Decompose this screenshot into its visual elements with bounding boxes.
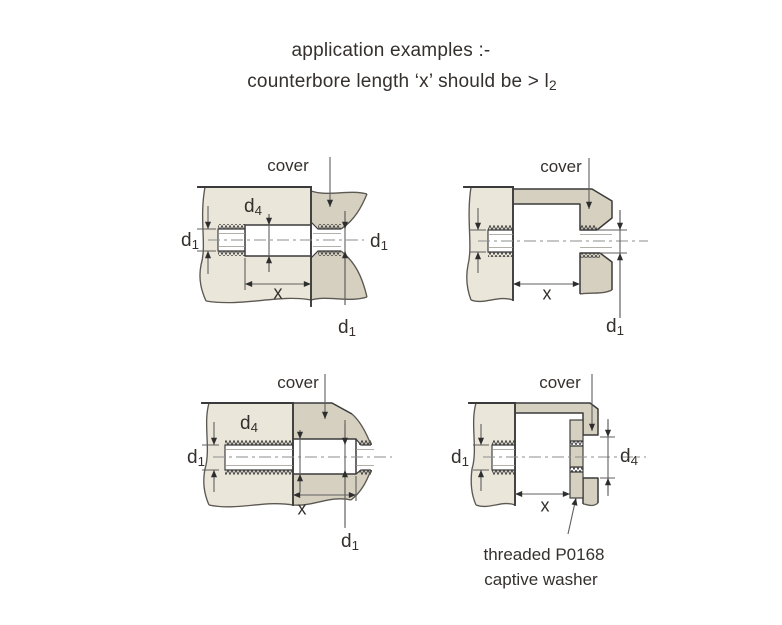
thread-hatch bbox=[570, 441, 583, 446]
washer-leader-arrow bbox=[567, 497, 578, 535]
thread-hatch bbox=[318, 224, 341, 229]
cover-upper-section bbox=[293, 403, 371, 445]
thread-hatch bbox=[580, 253, 600, 258]
cover-top-bar bbox=[515, 403, 598, 435]
d4-label-bottom-right: d4 bbox=[620, 446, 638, 468]
threaded-hole-cavity bbox=[488, 230, 513, 252]
thread-hatch bbox=[225, 440, 293, 445]
cover-label-top-left: cover bbox=[267, 156, 309, 175]
extension-tick bbox=[597, 229, 627, 254]
thread-hatch bbox=[225, 470, 293, 475]
thread-minor-line bbox=[218, 233, 341, 247]
d1-label-left-bottom-right: d1 bbox=[451, 447, 469, 469]
cover-lower-section bbox=[583, 478, 598, 506]
cover-hole-chamfer bbox=[355, 469, 371, 475]
thread-hatch bbox=[318, 251, 341, 256]
d1-label-bottom-top-left: d1 bbox=[338, 317, 356, 339]
break-edge bbox=[351, 413, 372, 446]
washer-callout-line-1: threaded P0168 bbox=[483, 545, 605, 564]
thread-minor-line bbox=[488, 234, 612, 248]
break-edge bbox=[579, 289, 613, 295]
cover-hole-chamfer bbox=[310, 250, 341, 259]
break-edge bbox=[470, 402, 477, 506]
d1-label-left-bottom-left: d1 bbox=[187, 447, 205, 469]
extension-tick bbox=[197, 228, 216, 252]
break-edge bbox=[470, 297, 514, 303]
d1-label-right-top-left: d1 bbox=[370, 231, 388, 253]
cover-outline bbox=[515, 402, 599, 436]
washer-section-lines bbox=[570, 440, 583, 473]
thread-hatch bbox=[488, 252, 513, 257]
x-label-top-right: x bbox=[542, 283, 552, 304]
thread-hatch bbox=[359, 470, 372, 475]
diagram-bottom-right bbox=[468, 374, 646, 535]
diagram-bottom-left bbox=[201, 374, 392, 528]
cover-label-bottom-left: cover bbox=[277, 373, 319, 392]
thread-hatch bbox=[218, 224, 245, 229]
break-edge bbox=[199, 186, 207, 302]
cover-label-top-right: cover bbox=[540, 157, 582, 176]
break-edge bbox=[292, 498, 352, 506]
x-label-bottom-right: x bbox=[540, 495, 550, 516]
break-edge bbox=[466, 186, 472, 301]
x-label-bottom-left: x bbox=[297, 498, 307, 519]
cover-hole-chamfer bbox=[355, 438, 371, 446]
break-edge bbox=[203, 402, 210, 506]
cover-upper-section bbox=[513, 189, 612, 230]
x-label-top-left: x bbox=[273, 282, 283, 303]
break-edge bbox=[310, 190, 368, 195]
cover-lower-section bbox=[580, 253, 612, 294]
thread-hatch bbox=[488, 225, 513, 230]
title-line-2-text: counterbore length ‘x’ should be > l bbox=[247, 70, 549, 92]
break-edge bbox=[205, 297, 312, 304]
thread-hatch bbox=[359, 440, 372, 445]
d1-label-bottom-top-right: d1 bbox=[606, 316, 624, 338]
title-line-2-subscript: 2 bbox=[548, 78, 557, 94]
diagram-top-left bbox=[197, 157, 368, 307]
washer-body bbox=[570, 420, 583, 498]
title-line-1: application examples :- bbox=[291, 40, 491, 61]
d4-label-top-left: d4 bbox=[244, 196, 262, 218]
cover-label-bottom-right: cover bbox=[539, 373, 581, 392]
thread-hatch bbox=[570, 467, 583, 472]
thread-minor-line bbox=[492, 449, 515, 466]
washer-callout-line-2: captive washer bbox=[484, 570, 598, 589]
thread-hatch bbox=[218, 251, 245, 256]
break-edge bbox=[208, 502, 294, 508]
diagram-top-right bbox=[463, 158, 648, 318]
break-edge bbox=[582, 502, 599, 507]
break-edge bbox=[310, 296, 368, 301]
cover-upper-section bbox=[311, 191, 367, 229]
captive-washer bbox=[569, 419, 584, 499]
thread-minor-line bbox=[225, 449, 374, 466]
threaded-hole-cavity bbox=[492, 445, 515, 470]
thread-hatch bbox=[580, 225, 597, 230]
cover-top-chamfer bbox=[293, 402, 353, 415]
thread-hatch bbox=[492, 470, 515, 475]
thread-hatch bbox=[492, 440, 515, 445]
cover-lower-section bbox=[311, 251, 367, 300]
d1-label-left-top-left: d1 bbox=[181, 230, 199, 252]
break-edge bbox=[475, 502, 516, 508]
counterbore-outline bbox=[244, 224, 311, 257]
cover-hole-chamfer bbox=[310, 221, 341, 230]
d4-label-bottom-left: d4 bbox=[240, 413, 258, 435]
title-line-2: counterbore length ‘x’ should be > l2 bbox=[247, 71, 557, 93]
d1-label-bottom-bottom-left: d1 bbox=[341, 531, 359, 553]
cover-outline bbox=[513, 188, 613, 231]
